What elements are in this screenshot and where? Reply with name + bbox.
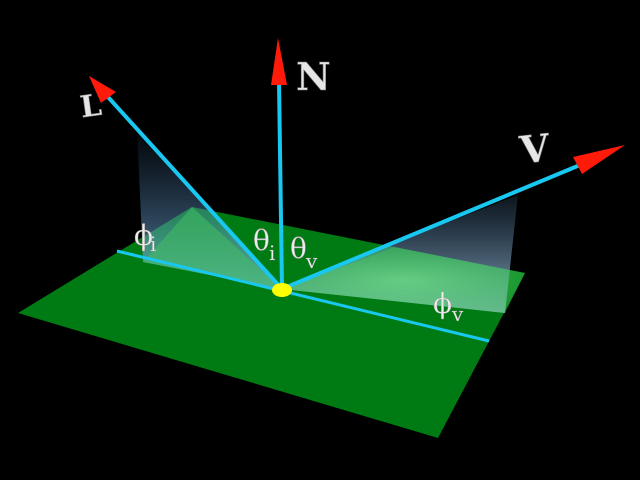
theta-v-label: θ v xyxy=(290,232,318,273)
light-vector-arrowhead xyxy=(89,76,116,103)
theta-i-label: θ i xyxy=(253,224,276,265)
phi-v-subscript: v xyxy=(451,302,464,326)
phi-i-subscript: i xyxy=(150,232,156,256)
view-vector-shaft xyxy=(281,163,581,291)
light-azimuth-sector xyxy=(143,207,282,289)
normal-vector-arrowhead xyxy=(271,38,287,85)
phi-i-symbol: ϕ xyxy=(134,219,153,252)
view-azimuth-sector xyxy=(282,247,525,313)
phi-v-label: ϕ v xyxy=(433,287,464,326)
normal-vector-label: N xyxy=(296,54,331,99)
surface-tangent-line xyxy=(116,249,490,343)
theta-i-symbol: θ xyxy=(253,224,270,257)
theta-i-subscript: i xyxy=(269,241,275,265)
light-vector-label: L xyxy=(78,88,104,126)
view-vector-arrowhead xyxy=(573,145,625,174)
theta-v-subscript: v xyxy=(305,249,318,273)
phi-v-symbol: ϕ xyxy=(433,287,452,320)
theta-v-symbol: θ xyxy=(290,232,307,265)
light-vector-shaft xyxy=(106,95,284,291)
normal-vector-shaft xyxy=(277,81,284,290)
surface-point xyxy=(272,283,292,297)
phi-i-label: ϕ i xyxy=(134,219,157,256)
view-vector-label: V xyxy=(517,125,554,173)
